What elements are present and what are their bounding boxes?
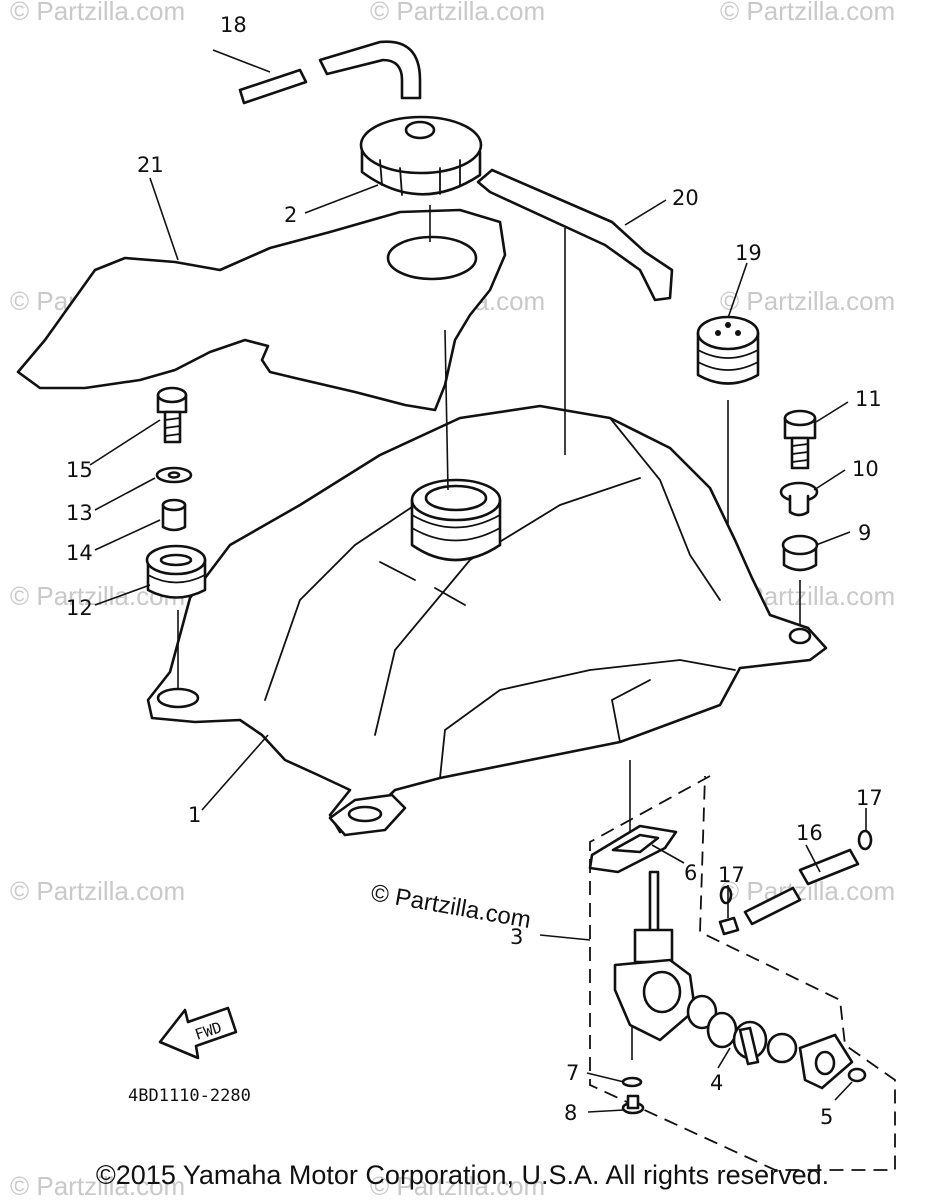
- grommet: [696, 315, 760, 385]
- watermark: © Partzilla.com: [10, 1171, 185, 1200]
- callout-2: 2: [284, 203, 297, 227]
- callout-18: 18: [220, 13, 247, 37]
- callout-19: 19: [735, 241, 762, 265]
- callout-7: 7: [566, 1061, 579, 1085]
- o-ring: [706, 1011, 738, 1049]
- bolt: [783, 409, 817, 470]
- callout-labels: 18 2 21 20 19 11 10 9 15 13 14 12 1 6 17…: [66, 13, 883, 1129]
- fuel-cock-body: [613, 870, 740, 1042]
- callout-11: 11: [855, 387, 882, 411]
- tank-contour-line: [379, 561, 416, 581]
- damper: [781, 534, 819, 572]
- hose-clip: [719, 885, 733, 905]
- callout-5: 5: [820, 1105, 833, 1129]
- callout-21: 21: [137, 153, 164, 177]
- callout-13: 13: [66, 501, 93, 525]
- center-watermark: © Partzilla.com: [369, 879, 533, 934]
- damper: [145, 544, 207, 599]
- callout-17: 17: [856, 786, 883, 810]
- callout-10: 10: [852, 457, 879, 481]
- fuel-cock-assembly-box: [589, 775, 896, 1171]
- callout-1: 1: [188, 803, 201, 827]
- hose-clip: [857, 829, 873, 851]
- gasket: [588, 824, 678, 874]
- callout-17: 17: [718, 863, 745, 887]
- callout-3: 3: [510, 925, 523, 949]
- tank-mount-hole: [156, 687, 200, 709]
- fuel-cap: [359, 115, 483, 196]
- tank-mount-hole: [788, 627, 812, 645]
- bolt: [156, 386, 188, 444]
- callout-15: 15: [66, 458, 93, 482]
- screw: [847, 1067, 867, 1083]
- callout-8: 8: [564, 1101, 577, 1125]
- leader-lines: [89, 49, 867, 1113]
- tank-contour-line: [610, 679, 651, 743]
- watermark: © Partzilla.com: [720, 0, 895, 26]
- tank-guard-strip: [476, 168, 674, 302]
- forward-arrow-icon: FWD: [158, 1006, 238, 1060]
- callout-9: 9: [858, 521, 871, 545]
- washer-hole: [167, 471, 181, 479]
- o-ring: [686, 994, 718, 1030]
- tank-contour-line: [434, 587, 466, 606]
- fuel-hose: [743, 848, 860, 926]
- watermark: © Partzilla.com: [370, 1171, 545, 1200]
- watermark: © Partzilla.com: [10, 876, 185, 906]
- collar: [161, 498, 187, 532]
- callout-14: 14: [66, 541, 93, 565]
- watermark: © Partzilla.com: [720, 286, 895, 316]
- callout-6: 6: [684, 861, 697, 885]
- tank-contour-line: [439, 659, 736, 779]
- callout-12: 12: [66, 596, 93, 620]
- drain-screw: [621, 1094, 645, 1115]
- callout-4: 4: [710, 1071, 723, 1095]
- o-ring: [621, 1076, 643, 1088]
- watermark: © Partzilla.com: [10, 0, 185, 26]
- copyright-notice: ©2015 Yamaha Motor Corporation, U.S.A. A…: [95, 1160, 830, 1190]
- drawing-reference: 4BD1110-2280: [128, 1086, 251, 1106]
- filler-neck: [410, 478, 502, 562]
- collar: [779, 481, 819, 517]
- callout-16: 16: [796, 821, 823, 845]
- tank-contour-line: [374, 477, 641, 736]
- tank-contour-line: [609, 417, 721, 601]
- callout-20: 20: [672, 186, 699, 210]
- tank-contour-line: [264, 504, 416, 701]
- fuel-cock-cover-plate: [798, 1033, 854, 1090]
- filler-hole: [386, 235, 478, 281]
- breather-hose: [238, 40, 422, 105]
- tank-mount-hole: [347, 805, 383, 823]
- fuel-tank-body: [146, 404, 828, 834]
- fuel-cock-lever: [732, 1020, 798, 1066]
- tank-cover-plate: [16, 208, 507, 412]
- watermark: © Partzilla.com: [370, 0, 545, 26]
